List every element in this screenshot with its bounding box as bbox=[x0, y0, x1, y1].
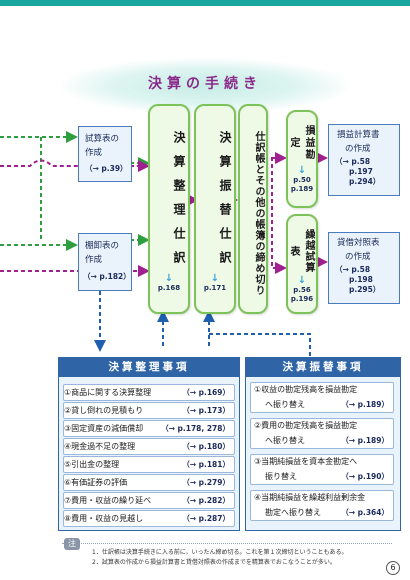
closing-books-pill: 仕訳帳とその他の帳簿の締め切り bbox=[238, 104, 268, 314]
income-statement-line2: の作成 bbox=[345, 144, 371, 154]
inventory-line2: 作成 bbox=[85, 255, 103, 265]
balance-sheet-card: 貸借対照表 の作成 （→ p.58 p.198 p.295） bbox=[328, 232, 400, 304]
carry-forward-label: 繰越試算表 bbox=[288, 229, 314, 273]
income-statement-refs: （→ p.58 p.197 p.294） bbox=[335, 157, 381, 186]
footnote-area bbox=[62, 543, 392, 572]
inventory-line1: 棚卸表の bbox=[85, 241, 120, 251]
profit-account-label: 損益勘定 bbox=[288, 125, 314, 161]
income-statement-line1: 損益計算書 bbox=[337, 130, 380, 140]
adjusting-entry-ref: ↓p.168 bbox=[157, 273, 181, 293]
closing-panel-heading: 決算振替事項 bbox=[246, 358, 400, 377]
inventory-card: 棚卸表の 作成 （→ p.182） bbox=[78, 233, 132, 291]
closing-item: ②費用の勘定残高を損益勘定へ振り替え（→ p.189） bbox=[250, 418, 394, 449]
adjusting-item: ⑥有価証券の評価（→ p.279） bbox=[63, 474, 235, 491]
blue-dashed-connectors bbox=[94, 291, 311, 357]
note-line-1: 1．仕訳帳は決算手続きに入る前に，いったん締め切る。これを第１次締切ということも… bbox=[92, 549, 348, 556]
adjusting-panel-heading: 決算整理事項 bbox=[59, 358, 239, 377]
adjusting-item: ⑧費用・収益の見越し（→ p.287） bbox=[63, 510, 235, 527]
green-dashed-arrows bbox=[0, 131, 150, 251]
income-statement-card: 損益計算書 の作成 （→ p.58 p.197 p.294） bbox=[328, 124, 400, 196]
trial-balance-line2: 作成 bbox=[85, 148, 103, 158]
closing-books-label: 仕訳帳とその他の帳簿の締め切り bbox=[253, 130, 264, 296]
note-label: 注 bbox=[64, 538, 80, 550]
closing-entry-pill: 決算振替仕訳 ↓p.171 bbox=[194, 104, 236, 314]
page-number: 6 bbox=[386, 561, 400, 575]
top-accent-bar bbox=[0, 0, 410, 6]
adjusting-item: ①商品に関する決算整理（→ p.169） bbox=[63, 384, 235, 401]
closing-entry-ref: ↓p.171 bbox=[203, 273, 227, 293]
adjusting-item: ②貸し倒れの見積もり（→ p.173） bbox=[63, 402, 235, 419]
balance-sheet-refs: （→ p.58 p.198 p.295） bbox=[335, 265, 381, 294]
trial-balance-card: 試算表の 作成 （→ p.39） bbox=[78, 126, 132, 182]
adjusting-items-panel: 決算整理事項 ①商品に関する決算整理（→ p.169） ②貸し倒れの見積もり（→… bbox=[58, 357, 240, 531]
closing-items-panel: 決算振替事項 ①収益の勘定残高を損益勘定へ振り替え（→ p.189） ②費用の勘… bbox=[245, 357, 401, 531]
trial-balance-ref: （→ p.39） bbox=[85, 164, 128, 173]
balance-sheet-line1: 貸借対照表 bbox=[337, 238, 380, 248]
closing-item: ③当期純損益を資本金勘定へ振り替え（→ p.190） bbox=[250, 454, 394, 485]
adjusting-entry-pill: 決算整理仕訳 ↓p.168 bbox=[148, 104, 190, 314]
page-title: 決算の手続き bbox=[148, 76, 262, 92]
closing-item: ①収益の勘定残高を損益勘定へ振り替え（→ p.189） bbox=[250, 382, 394, 413]
adjusting-item: ③固定資産の減価償却（→ p.178, 278） bbox=[63, 420, 235, 437]
balance-sheet-line2: の作成 bbox=[345, 252, 371, 262]
adjusting-item: ⑦費用・収益の繰り延べ（→ p.282） bbox=[63, 492, 235, 509]
adjusting-item: ④現金過不足の整理（→ p.180） bbox=[63, 438, 235, 455]
adjusting-entry-label: 決算整理仕訳 bbox=[172, 131, 186, 275]
closing-entry-label: 決算振替仕訳 bbox=[218, 131, 232, 275]
closing-item: ④当期純損益を繰越利益剰余金勘定へ振り替え（→ p.364） bbox=[250, 490, 394, 521]
adjusting-item: ⑤引出金の整理（→ p.181） bbox=[63, 456, 235, 473]
note-line-2: 2．試算表の作成から損益計算書と貸借対照表の作成までを精算表でおこなうことが多い… bbox=[92, 559, 336, 566]
trial-balance-line1: 試算表の bbox=[85, 134, 120, 144]
inventory-ref: （→ p.182） bbox=[83, 272, 131, 281]
